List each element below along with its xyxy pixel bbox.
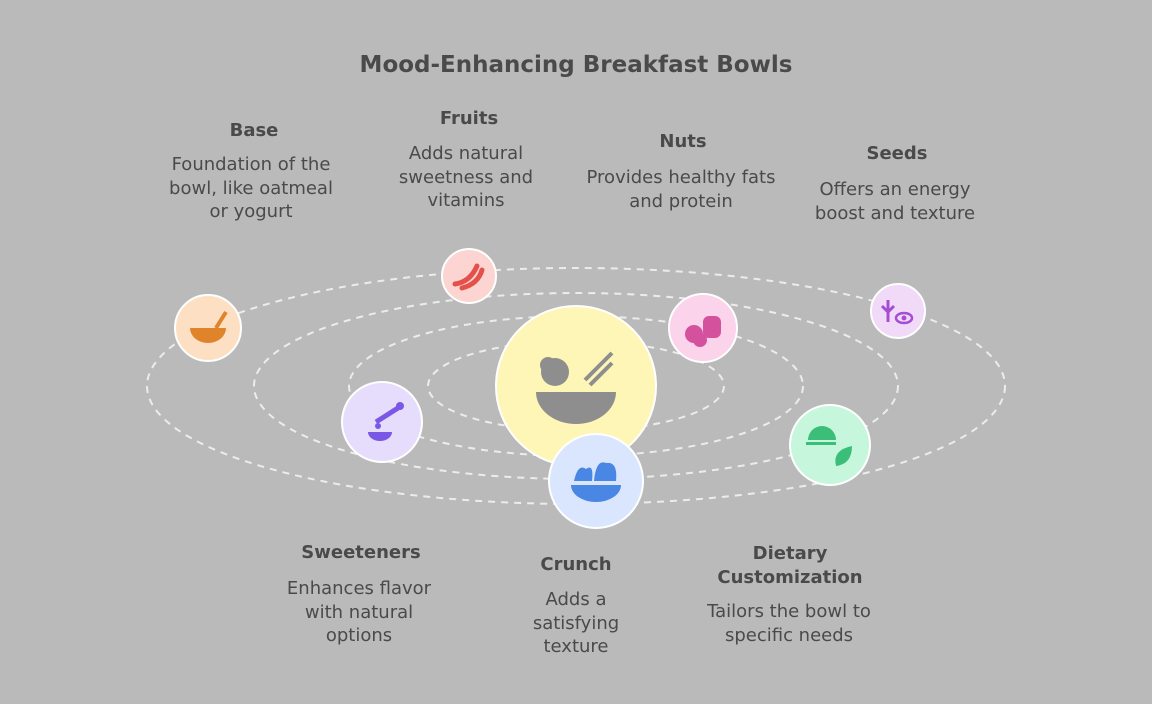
item-title: Fruits — [439, 108, 499, 129]
item-title: Seeds — [866, 143, 928, 164]
item-description: Adds natural sweetness and vitamins — [398, 143, 534, 211]
orbit-ring-1 — [146, 267, 1006, 505]
honey-dipper-icon — [368, 402, 404, 441]
item-title: Crunch — [540, 554, 612, 575]
item-title: Sweeteners — [301, 542, 421, 563]
item-description: Tailors the bowl to specific needs — [707, 601, 871, 646]
diagram-title: Mood-Enhancing Breakfast Bowls — [359, 52, 793, 78]
banana-icon — [452, 263, 485, 291]
nuts-jar-icon — [685, 316, 721, 347]
node-seeds — [870, 283, 926, 339]
salad-bowl-icon — [571, 462, 621, 502]
item-description: Enhances flavor with natural options — [286, 578, 432, 646]
node-sweeteners — [341, 381, 423, 463]
item-description: Foundation of the bowl, like oatmeal or … — [169, 154, 333, 222]
item-description: Adds a satisfying texture — [532, 589, 620, 657]
item-title: Base — [229, 120, 279, 141]
cloche-leaf-icon — [806, 426, 852, 466]
seed-plant-icon — [880, 300, 914, 325]
item-title: Nuts — [659, 131, 707, 152]
item-description: Provides healthy fats and protein — [586, 167, 776, 212]
item-description: Offers an energy boost and texture — [814, 179, 976, 224]
item-title: Dietary Customization — [717, 543, 863, 588]
noodle-bowl-icon — [536, 351, 616, 424]
porridge-bowl-icon — [190, 310, 228, 343]
